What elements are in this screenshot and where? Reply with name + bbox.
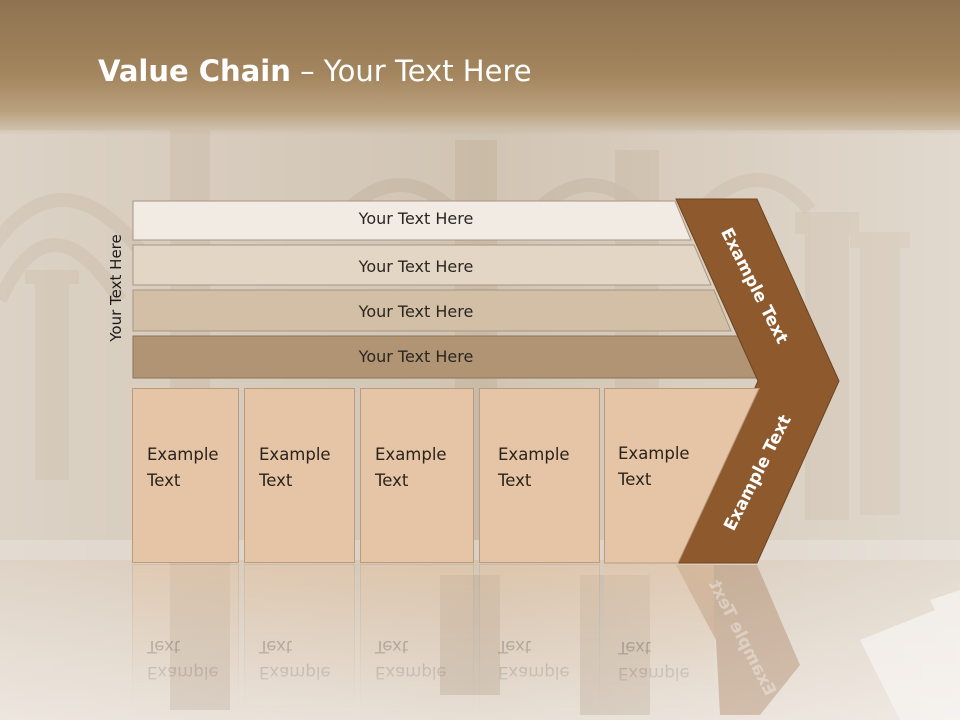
box-5-line2: Text (618, 470, 652, 489)
slide-title: Value Chain – Your Text Here (98, 54, 532, 88)
band-3-shape (132, 289, 732, 332)
box-2-line1: Example (259, 445, 331, 464)
box-3-reflection-line2: Text (375, 637, 409, 656)
box-3-line2: Text (375, 471, 409, 490)
box-2-line2: Text (259, 471, 293, 490)
box-3-line1: Example (375, 445, 447, 464)
chevron-reflection (676, 565, 800, 715)
box-5-reflection: Example Text (604, 564, 714, 714)
example-box-3: Example Text (360, 388, 474, 563)
box-2-reflection-line1: Example (259, 663, 331, 682)
title-band (0, 0, 960, 135)
box-2-reflection-line2: Text (259, 637, 293, 656)
box-4-reflection: Example Text (479, 564, 600, 714)
box-1-reflection-line1: Example (147, 663, 219, 682)
band-2-label: Your Text Here (358, 257, 474, 276)
chevron-shape (675, 198, 840, 564)
box-4-reflection-line1: Example (498, 663, 570, 682)
band-1-shape (132, 200, 692, 241)
title-bold: Value Chain (98, 54, 291, 88)
box-2-reflection: Example Text (244, 564, 355, 714)
box-1-reflection: Example Text (132, 564, 239, 714)
band-4-label: Your Text Here (358, 347, 474, 366)
example-box-5-shape (604, 388, 760, 564)
box-4-line2: Text (498, 471, 532, 490)
box-1-reflection-line2: Text (147, 637, 181, 656)
box-5-line1: Example (618, 444, 690, 463)
box-3-reflection: Example Text (360, 564, 474, 714)
box-1-line1: Example (147, 445, 219, 464)
box-4-reflection-line2: Text (498, 637, 532, 656)
title-rest: – Your Text Here (290, 54, 532, 88)
box-3-reflection-line1: Example (375, 663, 447, 682)
example-box-1: Example Text (132, 388, 239, 563)
band-3-label: Your Text Here (358, 302, 474, 321)
box-1-line2: Text (147, 471, 181, 490)
band-1-label: Your Text Here (358, 209, 474, 228)
example-box-5: Example Text (604, 388, 714, 563)
band-2-shape (132, 244, 712, 286)
box-4-line1: Example (498, 445, 570, 464)
box-5-reflection-line1: Example (618, 664, 690, 683)
example-box-2: Example Text (244, 388, 355, 563)
example-box-4: Example Text (479, 388, 600, 563)
box-5-reflection-line2: Text (618, 638, 652, 657)
